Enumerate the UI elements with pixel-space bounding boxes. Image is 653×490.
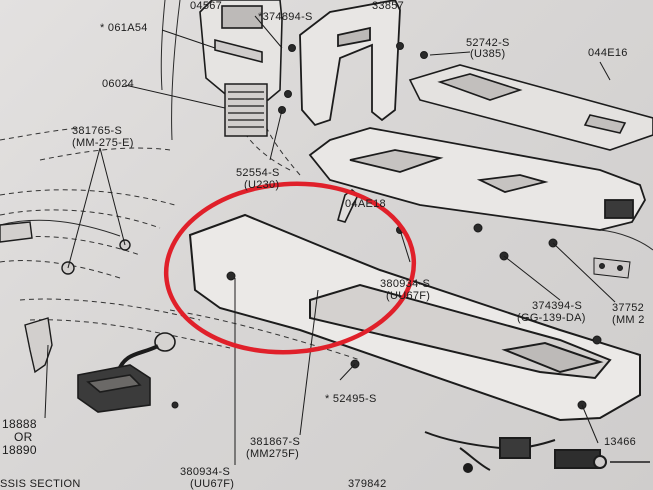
label-52742-s: 52742-S xyxy=(466,37,510,49)
console-top-pad xyxy=(408,64,653,151)
label-mm275f: (MM275F) xyxy=(246,448,300,460)
label-52495-s: * 52495-S xyxy=(325,393,377,405)
label-06024: 06024 xyxy=(102,78,135,90)
label-13466: 13466 xyxy=(604,436,637,448)
label-379842: 379842 xyxy=(348,478,387,490)
label-mm-2: (MM 2 xyxy=(612,314,645,326)
left-brackets xyxy=(0,221,131,374)
vent-grille xyxy=(224,83,268,137)
fasteners xyxy=(171,42,631,410)
label-374394-s: 374394-S xyxy=(532,300,583,312)
highlight-circle xyxy=(163,181,417,355)
label-u385: (U385) xyxy=(470,48,506,60)
gear-shifter xyxy=(77,332,176,413)
label-gg-139-da: (GG-139-DA) xyxy=(517,312,586,324)
console-bracket xyxy=(299,0,401,127)
label-uu67f-right: (UU67F) xyxy=(386,290,431,302)
label-04567: 04567 xyxy=(190,0,223,12)
label-380934-s-bottom: 380934-S xyxy=(180,466,231,478)
label-or: OR xyxy=(14,430,33,444)
label-381867-s: 381867-S xyxy=(250,436,301,448)
label-mm-275-e: (MM-275-E) xyxy=(72,137,134,149)
label-52554-s: 52554-S xyxy=(236,167,280,179)
console-tray xyxy=(308,127,646,231)
label-18888: 18888 xyxy=(2,417,37,431)
label-33857: 33857 xyxy=(372,0,405,12)
leader-lines xyxy=(44,15,616,465)
label-37752: 37752 xyxy=(612,302,645,314)
label-18890: 18890 xyxy=(2,443,37,457)
label-374894-s: *374894-S xyxy=(258,11,313,23)
label-380934-s-right: 380934-S xyxy=(380,278,431,290)
label-04ae18: 04AE18 xyxy=(345,198,386,210)
label-uu67f-bottom: (UU67F) xyxy=(190,478,235,490)
label-u230: (U230) xyxy=(244,179,280,191)
label-381765-s: 381765-S xyxy=(72,125,123,137)
wiring-harness xyxy=(424,431,650,473)
console-base xyxy=(188,213,641,422)
label-061a54: * 061A54 xyxy=(100,22,148,34)
label-section: SSIS SECTION xyxy=(0,478,81,490)
shifter-bezel xyxy=(199,0,283,101)
label-044e16: 044E16 xyxy=(588,47,628,59)
